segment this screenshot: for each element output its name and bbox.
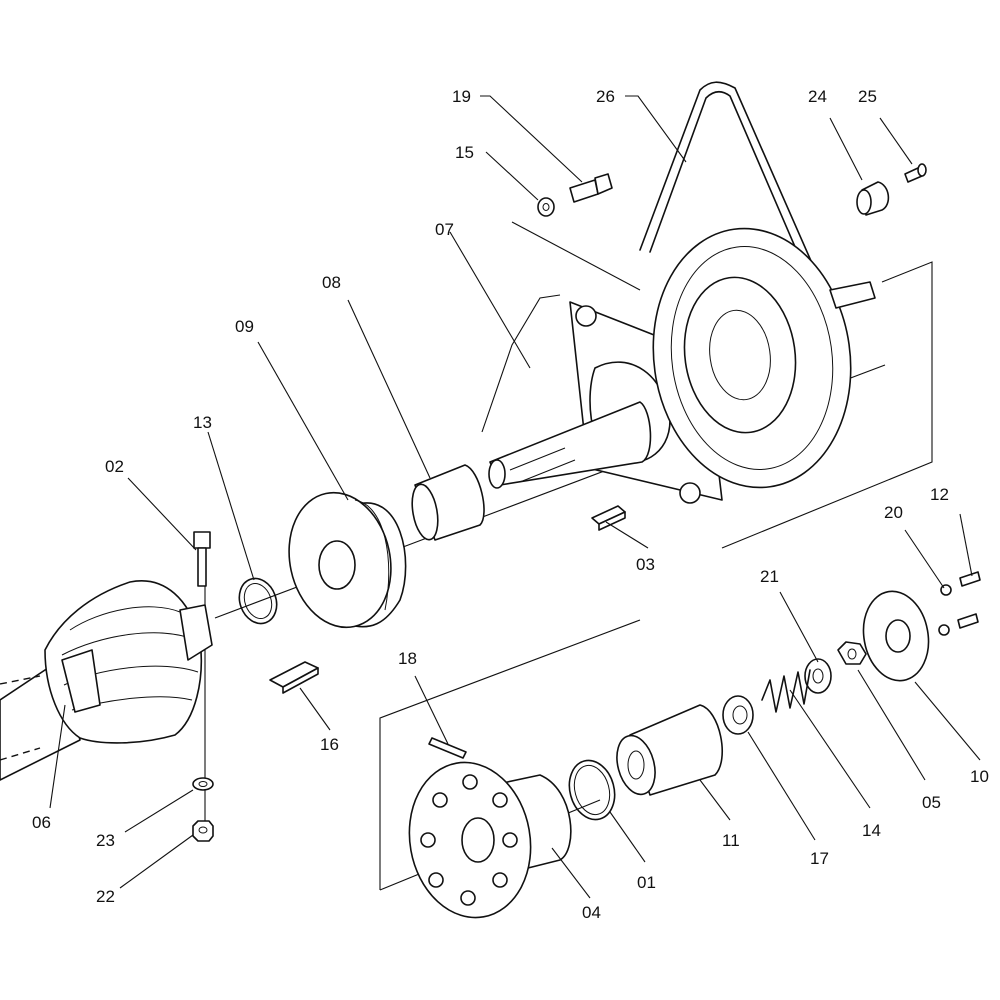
label-07: 07 <box>435 220 454 239</box>
label-25: 25 <box>858 87 877 106</box>
large-pulley <box>652 227 876 489</box>
label-17: 17 <box>810 849 829 868</box>
cover-plate-10 <box>862 590 930 682</box>
label-24: 24 <box>808 87 827 106</box>
label-05: 05 <box>922 793 941 812</box>
label-01: 01 <box>637 873 656 892</box>
bushing-08 <box>411 464 485 541</box>
washer-23 <box>192 777 214 791</box>
label-16: 16 <box>320 735 339 754</box>
label-12: 12 <box>930 485 949 504</box>
washer-17 <box>722 695 754 735</box>
washer-15 <box>537 197 555 217</box>
spacer-24 <box>856 181 890 216</box>
label-10: 10 <box>970 767 989 786</box>
label-04: 04 <box>582 903 601 922</box>
label-23: 23 <box>96 831 115 850</box>
label-19: 19 <box>452 87 471 106</box>
flange-04 <box>408 761 572 919</box>
label-22: 22 <box>96 887 115 906</box>
label-18: 18 <box>398 649 417 668</box>
pulley-09 <box>288 491 407 629</box>
label-02: 02 <box>105 457 124 476</box>
label-14: 14 <box>862 821 881 840</box>
nut-05 <box>837 641 867 665</box>
label-26: 26 <box>596 87 615 106</box>
bolt-02 <box>193 531 211 587</box>
nut-22 <box>192 820 214 842</box>
label-20: 20 <box>884 503 903 522</box>
label-08: 08 <box>322 273 341 292</box>
pin-18 <box>428 737 467 759</box>
bearing-housing-07 <box>488 301 723 504</box>
washers-20 <box>938 584 952 636</box>
drive-shaft-boot <box>0 580 213 781</box>
label-06: 06 <box>32 813 51 832</box>
circlip-13 <box>238 577 278 625</box>
screws-12 <box>957 571 981 629</box>
key-03 <box>591 505 626 531</box>
label-15: 15 <box>455 143 474 162</box>
label-03: 03 <box>636 555 655 574</box>
label-11: 11 <box>722 831 740 850</box>
label-09: 09 <box>235 317 254 336</box>
washer-21 <box>804 658 832 694</box>
screw-25 <box>904 163 927 183</box>
o-ring-01 <box>568 759 616 821</box>
bolt-19 <box>569 173 613 203</box>
v-belt-26 <box>639 81 816 271</box>
sleeve-11 <box>616 704 723 796</box>
label-13: 13 <box>193 413 212 432</box>
key-16 <box>269 661 319 694</box>
spring-14 <box>761 669 811 713</box>
label-21: 21 <box>760 567 779 586</box>
leader-lines <box>49 95 981 899</box>
part-labels: 19 15 26 24 25 07 08 09 13 02 03 16 18 2… <box>32 87 989 922</box>
